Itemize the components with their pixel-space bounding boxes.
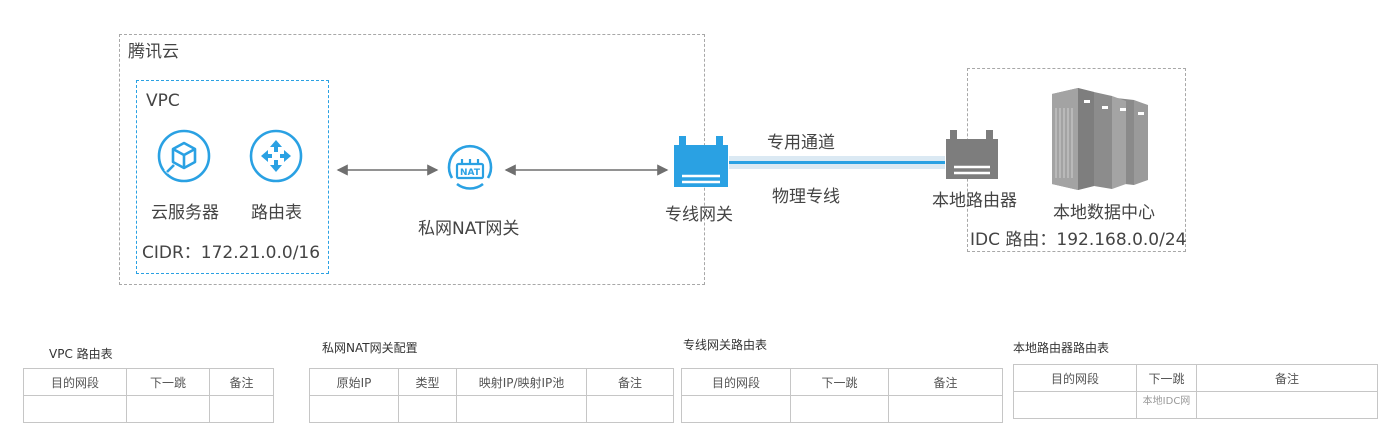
- nat-gateway-label: 私网NAT网关: [418, 219, 520, 239]
- local-router-icon: [944, 130, 1000, 182]
- nat-icon-text: NAT: [460, 168, 481, 178]
- dc-gateway-icon: [672, 136, 730, 190]
- data-center-icon: [1048, 88, 1152, 190]
- local-router-table-title: 本地路由器路由表: [1013, 341, 1110, 355]
- cloud-server-label: 云服务器: [151, 203, 219, 223]
- table-cell: 本地IDC网: [1136, 391, 1197, 419]
- idc-label: 本地数据中心: [1053, 203, 1155, 223]
- nat-config-table: 原始IP 类型 映射IP/映射IP池 备注: [309, 368, 674, 423]
- vpc-cidr-label: CIDR：172.21.0.0/16: [142, 243, 321, 263]
- table-header: 备注: [888, 368, 1003, 396]
- table-cell: [1196, 391, 1378, 419]
- vpc-region: [136, 80, 329, 274]
- table-header: 下一跳: [126, 368, 210, 396]
- route-table-icon: [248, 128, 304, 184]
- table-header: 映射IP/映射IP池: [456, 368, 587, 396]
- local-router-route-table: 目的网段 下一跳 备注 本地IDC网: [1013, 364, 1378, 419]
- dedicated-channel-label: 专用通道: [767, 133, 835, 153]
- table-header: 目的网段: [681, 368, 791, 396]
- physical-line-label: 物理专线: [772, 187, 840, 207]
- table-header: 备注: [1196, 364, 1378, 392]
- nat-gateway-icon: NAT: [442, 142, 498, 198]
- vpc-route-table-title: VPC 路由表: [49, 347, 113, 361]
- table-header: 目的网段: [1013, 364, 1137, 392]
- cloud-server-icon: [156, 128, 212, 184]
- table-header: 备注: [209, 368, 274, 396]
- nat-config-table-title: 私网NAT网关配置: [322, 341, 418, 355]
- connector-lines: [336, 156, 945, 176]
- idc-route-label: IDC 路由：192.168.0.0/24: [970, 230, 1187, 250]
- dc-gateway-label: 专线网关: [665, 205, 733, 225]
- table-row: 本地IDC网: [1013, 391, 1378, 419]
- vpc-label: VPC: [146, 91, 180, 111]
- table-header: 备注: [586, 368, 674, 396]
- table-header: 下一跳: [1136, 364, 1197, 392]
- table-cell: [1013, 391, 1137, 419]
- route-table-label: 路由表: [251, 203, 302, 223]
- local-router-label: 本地路由器: [932, 191, 1017, 211]
- table-header: 原始IP: [309, 368, 399, 396]
- dc-gateway-route-table: 目的网段 下一跳 备注: [681, 368, 1003, 423]
- table-header: 类型: [398, 368, 457, 396]
- table-header: 下一跳: [790, 368, 889, 396]
- table-header: 目的网段: [23, 368, 127, 396]
- vpc-route-table: 目的网段 下一跳 备注: [23, 368, 274, 423]
- cloud-label: 腾讯云: [128, 42, 179, 62]
- dc-gateway-table-title: 专线网关路由表: [683, 338, 768, 352]
